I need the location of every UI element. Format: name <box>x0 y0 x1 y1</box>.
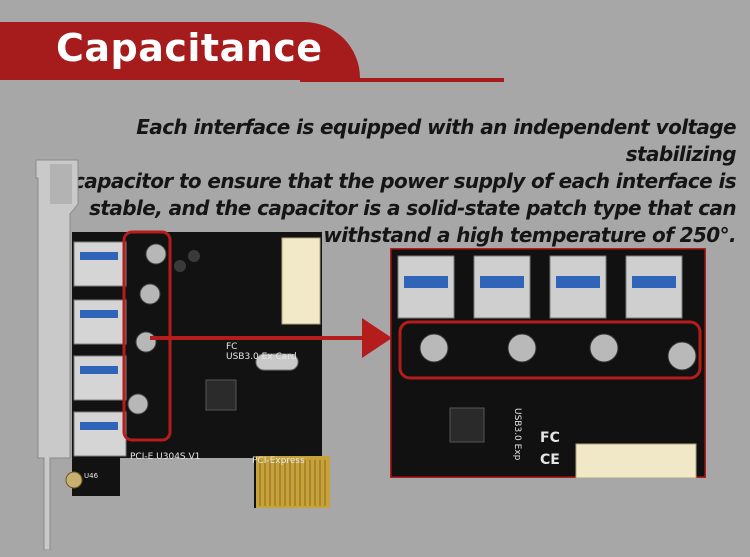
zoomed-power-connector <box>575 443 697 479</box>
page-title: Capacitance <box>56 26 323 70</box>
description-line: capacitor to ensure that the power suppl… <box>72 169 737 193</box>
zoomed-photo: USB3.0 Exp FC CE <box>388 246 708 480</box>
description-text: Each interface is equipped with an indep… <box>46 114 737 249</box>
usb-ports <box>73 241 127 457</box>
zoomed-capacitors <box>419 333 697 371</box>
arrow-head <box>362 318 392 358</box>
title-underline <box>300 78 504 82</box>
zoomed-fc-mark: FC <box>540 430 560 446</box>
mounting-screw <box>65 471 83 489</box>
crystal-oscillator <box>255 353 299 371</box>
description-line: stable, and the capacitor is a solid-sta… <box>89 196 736 220</box>
gold-finger-lines <box>259 460 326 506</box>
u46-label: U46 <box>84 472 99 480</box>
bracket-tab <box>50 164 72 204</box>
fc-mark: FC <box>226 342 238 352</box>
description-line: Each interface is equipped with an indep… <box>136 115 736 166</box>
zoomed-illustration <box>388 246 708 480</box>
zoomed-usb-ports <box>397 255 683 319</box>
power-connector <box>281 237 321 325</box>
zoom-highlight-box <box>398 320 702 380</box>
controller-chip <box>205 379 237 411</box>
card-label: USB3.0 Ex Card <box>226 352 297 362</box>
title-banner <box>0 22 360 80</box>
capacitors <box>127 243 200 415</box>
model-label: PCI-E U304S.V1 <box>130 452 201 462</box>
zoomed-ce-mark: CE <box>540 452 560 468</box>
zoomed-chip <box>449 407 485 443</box>
description-line: withstand a high temperature of 250°. <box>323 223 736 247</box>
bus-label: PCI-Express <box>252 456 305 466</box>
pcie-gold-fingers <box>256 456 330 508</box>
pcie-card-photo: FC USB3.0 Ex Card PCI-E U304S.V1 PCI-Exp… <box>30 158 330 551</box>
pcie-card-illustration <box>35 159 330 551</box>
zoomed-vertical-label: USB3.0 Exp <box>512 408 522 461</box>
